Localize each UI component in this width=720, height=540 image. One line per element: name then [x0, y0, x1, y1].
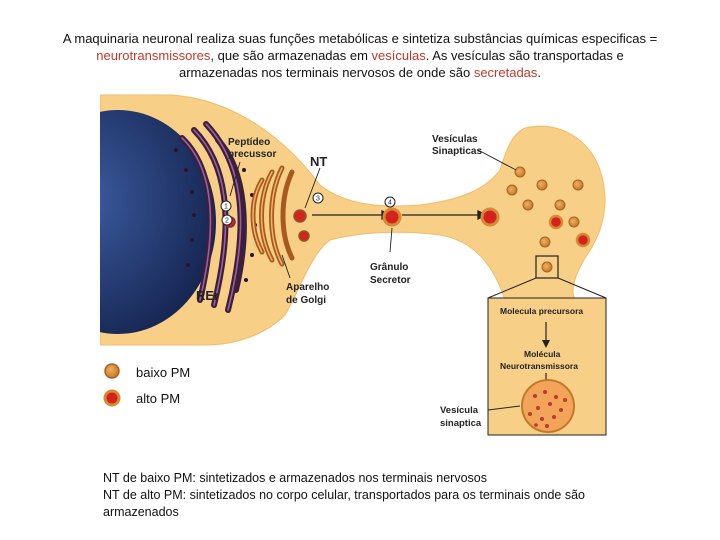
term-secretadas: secretadas [473, 65, 538, 80]
header-line-1: A maquinaria neuronal realiza suas funçõ… [62, 31, 658, 46]
label-molecula: Molécula [524, 349, 561, 359]
step-marker-2 [221, 214, 233, 226]
label-nt: NT [310, 154, 327, 169]
footer-text: NT de baixo PM: sintetizados e armazenad… [103, 470, 703, 521]
inset-vesicle [521, 379, 575, 433]
zoom-box [535, 255, 559, 279]
header-line-3-end: . [537, 65, 542, 80]
golgi-lumen [252, 167, 283, 265]
legend-low-pm-icon [104, 363, 120, 379]
label-granulo: Grânulo [370, 262, 408, 273]
label-vesiculas: Vesículas [432, 134, 478, 145]
footer-line-2: NT de alto PM: sintetizados no corpo cel… [103, 488, 585, 502]
golgi-vesicle [298, 230, 310, 242]
label-golgi: de Golgi [286, 295, 326, 306]
svg-text:2: 2 [225, 218, 229, 225]
step-marker-1 [220, 200, 232, 212]
header-line-2: neurotransmissores, que são armazenadas … [20, 47, 700, 64]
step-marker-4 [384, 196, 396, 208]
legend-high-pm-icon [103, 389, 121, 407]
label-molecula-precursora: Molecula precursora [500, 306, 583, 316]
secretory-granule [480, 207, 500, 227]
leader-lines [229, 149, 521, 411]
synaptic-vesicle-high [575, 232, 591, 248]
inset-molecules [528, 390, 567, 428]
synaptic-vesicles [506, 166, 584, 248]
svg-text:1: 1 [224, 204, 228, 211]
label-precussor: precussor [228, 149, 276, 160]
header-line-3-start: armazenadas nos terminais nervosos de on… [178, 65, 474, 80]
step-markers: 1 2 3 4 [220, 192, 396, 226]
synaptic-vesicle-high [548, 214, 564, 230]
label-secretor: Secretor [370, 275, 411, 286]
svg-text:3: 3 [316, 196, 320, 203]
legend: baixo PM alto PM [103, 363, 190, 407]
label-peptideo: Peptídeo [228, 137, 270, 148]
header-line-3: armazenadas nos terminais nervosos de on… [20, 64, 700, 81]
header-text: A maquinaria neuronal realiza suas funçõ… [20, 30, 700, 81]
step-marker-3 [312, 192, 324, 204]
ribosome-dots [174, 148, 257, 282]
footer-line-1: NT de baixo PM: sintetizados e armazenad… [103, 471, 487, 485]
secretory-granule [382, 207, 402, 227]
label-vesicula: Vesícula [440, 405, 479, 416]
golgi-vesicle [293, 209, 307, 223]
legend-low-pm-label: baixo PM [136, 365, 190, 380]
label-sinapticas: Sinapticas [432, 146, 482, 157]
term-vesiculas: vesículas [371, 48, 426, 63]
header-line-2-end: . As vesículas são transportadas e [425, 48, 624, 63]
label-neurotransmissora: Neurotransmissora [500, 361, 578, 371]
header-line-2-mid: , que são armazenadas em [210, 48, 372, 63]
term-neurotransmissores: neurotransmissores [96, 48, 211, 63]
rough-er-lumen [181, 123, 242, 311]
footer-line-3: armazenados [103, 505, 179, 519]
label-rer: REr [196, 288, 219, 303]
label-sinaptica: sinaptica [440, 418, 482, 429]
svg-text:4: 4 [388, 200, 392, 207]
legend-high-pm-label: alto PM [136, 391, 180, 406]
label-aparelho: Aparelho [286, 282, 329, 293]
